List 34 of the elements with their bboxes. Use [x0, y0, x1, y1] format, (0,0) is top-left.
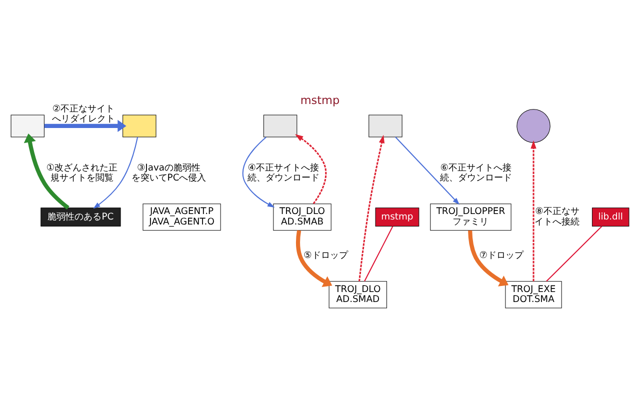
arrow — [24, 133, 70, 209]
node-box: mstmp — [375, 207, 420, 226]
diagram-title: mstmp — [300, 94, 340, 107]
edge-label: ④不正サイトへ接続、ダウンロード — [247, 162, 320, 184]
edge-label: ③Javaの脆弱性を突いてPCへ侵入 — [131, 162, 206, 184]
arrow — [44, 119, 126, 132]
edge-label: ①改ざんされた正規サイトを閲覧 — [46, 162, 118, 184]
node-box: TROJ_DLOAD.SMAD — [328, 280, 387, 308]
node-box: TROJ_DLOAD.SMAB — [273, 203, 332, 230]
edge-label: ⑦ドロップ — [479, 250, 524, 261]
node-box — [10, 114, 44, 137]
node-box: TROJ_EXEDOT.SMA — [505, 280, 562, 308]
arrow — [468, 230, 508, 286]
edge-label: ⑤ドロップ — [304, 250, 348, 261]
arrow — [530, 140, 536, 281]
node-circle — [516, 108, 550, 142]
node-box — [122, 114, 156, 137]
node-box: TROJ_DLOPPER ファミリ — [430, 203, 512, 230]
edge-label: ②不正なサイトへリダイレクト — [52, 102, 116, 124]
connector — [546, 226, 602, 282]
node-box — [368, 114, 402, 137]
edge-label: ⑥不正サイトへ接続、ダウンロード — [440, 162, 512, 184]
node-box: JAVA_AGENT.P JAVA_AGENT.O — [142, 203, 221, 230]
node-box: lib.dll — [592, 207, 630, 226]
arrow — [294, 134, 327, 204]
edge-label: ⑧不正なサイトへ接続 — [534, 206, 580, 227]
node-box — [263, 114, 298, 137]
arrow — [395, 136, 460, 204]
arrow — [93, 136, 138, 208]
connector — [364, 226, 394, 282]
arrow — [242, 136, 275, 207]
arrow — [358, 134, 385, 281]
arrow — [296, 230, 332, 287]
node-box: 脆弱性のあるPC — [40, 207, 121, 226]
